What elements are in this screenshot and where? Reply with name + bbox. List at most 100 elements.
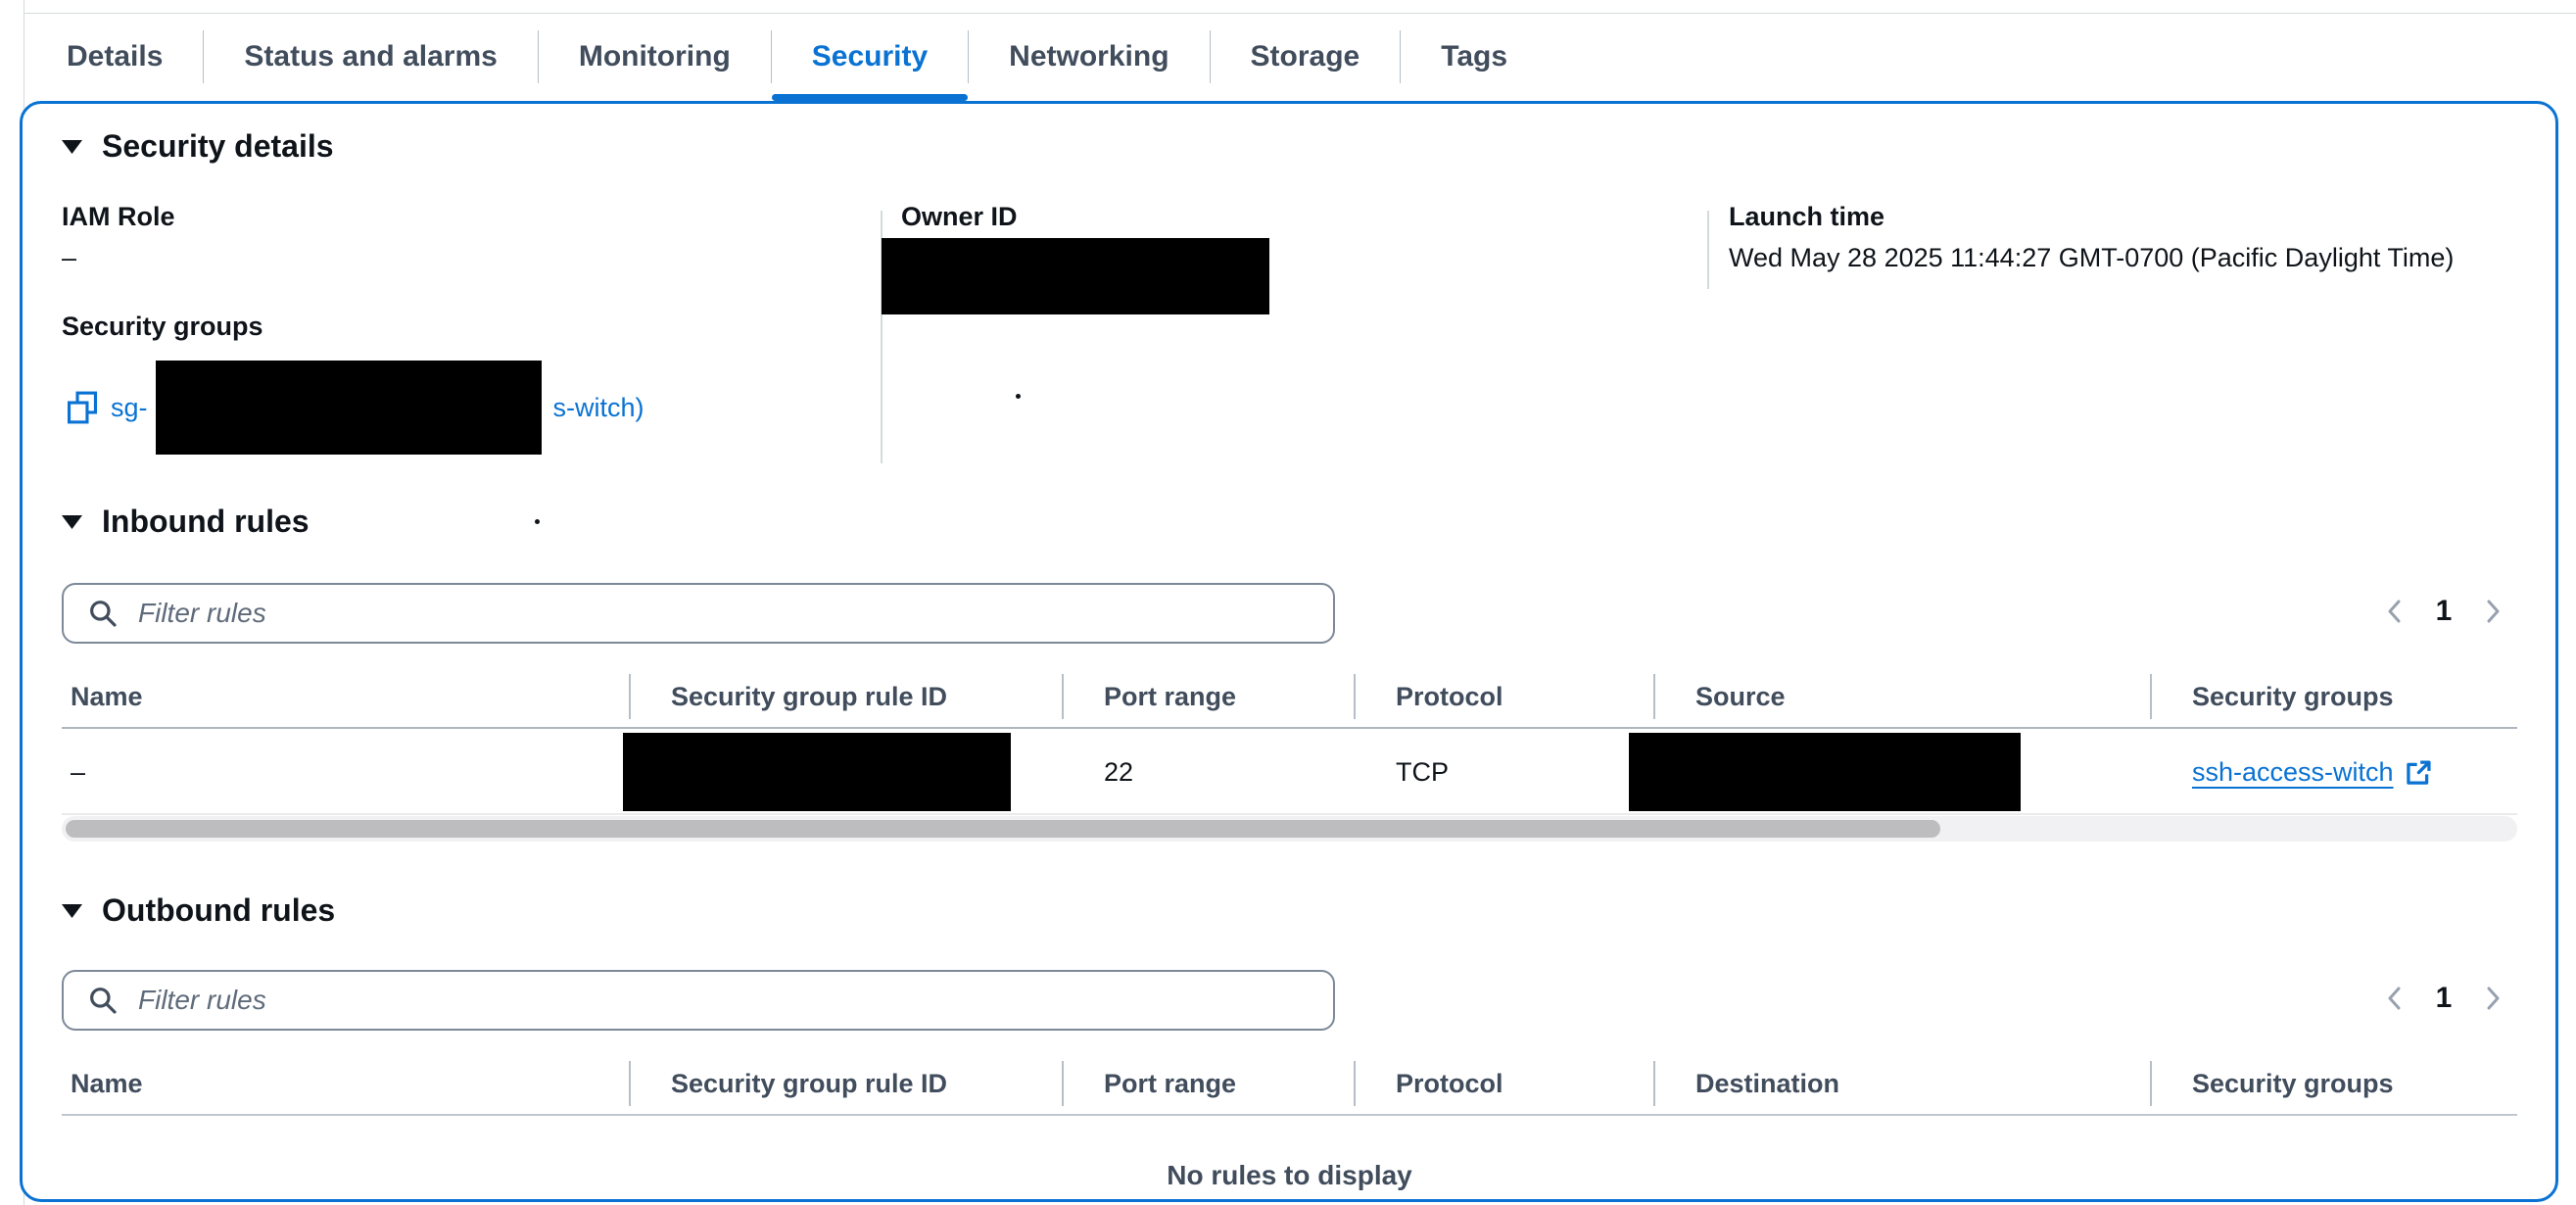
outbound-rules-header[interactable]: Outbound rules <box>62 892 335 929</box>
column-header-destination[interactable]: Destination <box>1653 1053 2150 1114</box>
current-page-number[interactable]: 1 <box>2435 595 2453 627</box>
column-header-name[interactable]: Name <box>62 1053 629 1114</box>
stray-dot <box>535 519 540 524</box>
details-column-divider <box>1707 211 1709 289</box>
next-page-button[interactable] <box>2471 592 2514 631</box>
tab-label: Status and alarms <box>244 40 498 72</box>
column-header-label: Source <box>1695 681 1786 711</box>
column-header-source[interactable]: Source <box>1653 666 2150 727</box>
inbound-filter <box>62 583 1335 644</box>
column-divider <box>1354 1061 1356 1106</box>
tab-label: Details <box>67 40 164 72</box>
column-divider <box>1062 1061 1064 1106</box>
inbound-table-header: Name Security group rule ID Port range P… <box>62 666 2517 729</box>
tab-divider <box>1400 30 1402 83</box>
column-header-label: Name <box>71 1068 143 1098</box>
tab-label: Networking <box>1009 40 1169 72</box>
tab-label: Storage <box>1250 40 1360 72</box>
security-tab-panel: Security details IAM Role – Owner ID Lau… <box>20 101 2558 1202</box>
column-divider <box>629 1061 631 1106</box>
inbound-filter-input[interactable] <box>62 583 1335 644</box>
cell-security-groups: ssh-access-witch <box>2150 731 2517 813</box>
column-header-label: Destination <box>1695 1068 1840 1098</box>
owner-id-label: Owner ID <box>901 202 1018 231</box>
tab-divider <box>968 30 970 83</box>
cell-name: – <box>71 756 86 787</box>
details-column-divider <box>881 211 883 463</box>
column-divider <box>2150 674 2152 719</box>
outbound-table-header: Name Security group rule ID Port range P… <box>62 1053 2517 1116</box>
iam-role-label: IAM Role <box>62 202 175 231</box>
tab-bar: Details Status and alarms Monitoring Sec… <box>26 13 1548 101</box>
tab-label: Tags <box>1441 40 1508 72</box>
tab-status-and-alarms[interactable]: Status and alarms <box>204 13 537 101</box>
tab-storage[interactable]: Storage <box>1211 13 1401 101</box>
column-header-label: Port range <box>1104 681 1237 711</box>
outbound-pagination: 1 <box>2373 979 2514 1018</box>
column-header-security-groups[interactable]: Security groups <box>2150 666 2517 727</box>
column-header-label: Security groups <box>2192 681 2394 711</box>
security-group-external-link[interactable]: ssh-access-witch <box>2192 756 2394 787</box>
column-header-label: Security groups <box>2192 1068 2394 1098</box>
column-header-protocol[interactable]: Protocol <box>1354 1053 1653 1114</box>
tab-label: Monitoring <box>578 40 731 72</box>
security-group-link-suffix[interactable]: s-witch) <box>552 392 644 422</box>
launch-time-value: Wed May 28 2025 11:44:27 GMT-0700 (Pacif… <box>1729 243 2455 272</box>
previous-page-button[interactable] <box>2373 592 2416 631</box>
cell-source <box>1629 731 2150 813</box>
launch-time-label: Launch time <box>1729 202 1885 231</box>
copy-icon[interactable] <box>66 389 99 426</box>
column-header-name[interactable]: Name <box>62 666 629 727</box>
column-header-protocol[interactable]: Protocol <box>1354 666 1653 727</box>
collapse-triangle-icon <box>62 513 82 530</box>
column-header-security-groups[interactable]: Security groups <box>2150 1053 2517 1114</box>
column-header-label: Name <box>71 681 143 711</box>
security-group-link-row: sg- s-witch) <box>66 361 644 455</box>
previous-page-button[interactable] <box>2373 979 2416 1018</box>
source-redacted <box>1629 733 2021 811</box>
security-details-header[interactable]: Security details <box>62 128 334 165</box>
horizontal-scrollbar-thumb[interactable] <box>66 820 1940 838</box>
column-divider <box>629 674 631 719</box>
cell-security-group-rule-id <box>623 731 1062 813</box>
tab-details[interactable]: Details <box>26 13 203 101</box>
cell-port-range: 22 <box>1104 756 1134 787</box>
column-divider <box>1354 674 1356 719</box>
column-header-security-group-rule-id[interactable]: Security group rule ID <box>629 1053 1062 1114</box>
column-header-label: Protocol <box>1396 681 1503 711</box>
tab-networking[interactable]: Networking <box>969 13 1209 101</box>
column-divider <box>2150 1061 2152 1106</box>
horizontal-scrollbar-track[interactable] <box>62 816 2517 842</box>
inbound-rules-header[interactable]: Inbound rules <box>62 504 310 540</box>
outbound-filter-input[interactable] <box>62 970 1335 1031</box>
column-header-security-group-rule-id[interactable]: Security group rule ID <box>629 666 1062 727</box>
security-group-link-prefix[interactable]: sg- <box>111 392 148 422</box>
column-header-label: Security group rule ID <box>671 1068 948 1098</box>
section-title: Inbound rules <box>102 504 310 539</box>
tab-tags[interactable]: Tags <box>1401 13 1548 101</box>
inbound-pagination: 1 <box>2373 592 2514 631</box>
section-title: Security details <box>102 128 334 164</box>
column-header-port-range[interactable]: Port range <box>1062 1053 1354 1114</box>
security-group-id-redacted <box>155 361 542 455</box>
collapse-triangle-icon <box>62 138 82 155</box>
tab-divider <box>537 30 539 83</box>
column-header-port-range[interactable]: Port range <box>1062 666 1354 727</box>
column-header-label: Security group rule ID <box>671 681 948 711</box>
tab-monitoring[interactable]: Monitoring <box>539 13 771 101</box>
tabs-top-border <box>24 13 2576 14</box>
collapse-triangle-icon <box>62 902 82 919</box>
iam-role-value: – <box>62 243 77 272</box>
stray-dot <box>1016 394 1021 399</box>
current-page-number[interactable]: 1 <box>2435 982 2453 1014</box>
owner-id-redacted-value <box>882 238 1269 314</box>
cell-protocol: TCP <box>1396 756 1449 787</box>
tab-divider <box>1209 30 1211 83</box>
rule-id-redacted <box>623 733 1011 811</box>
tab-security[interactable]: Security <box>771 13 969 101</box>
tab-divider <box>770 30 772 83</box>
inbound-rule-row[interactable]: – 22 TCP ssh-access-witch <box>62 731 2517 815</box>
security-groups-label: Security groups <box>62 312 263 341</box>
column-divider <box>1653 1061 1655 1106</box>
next-page-button[interactable] <box>2471 979 2514 1018</box>
